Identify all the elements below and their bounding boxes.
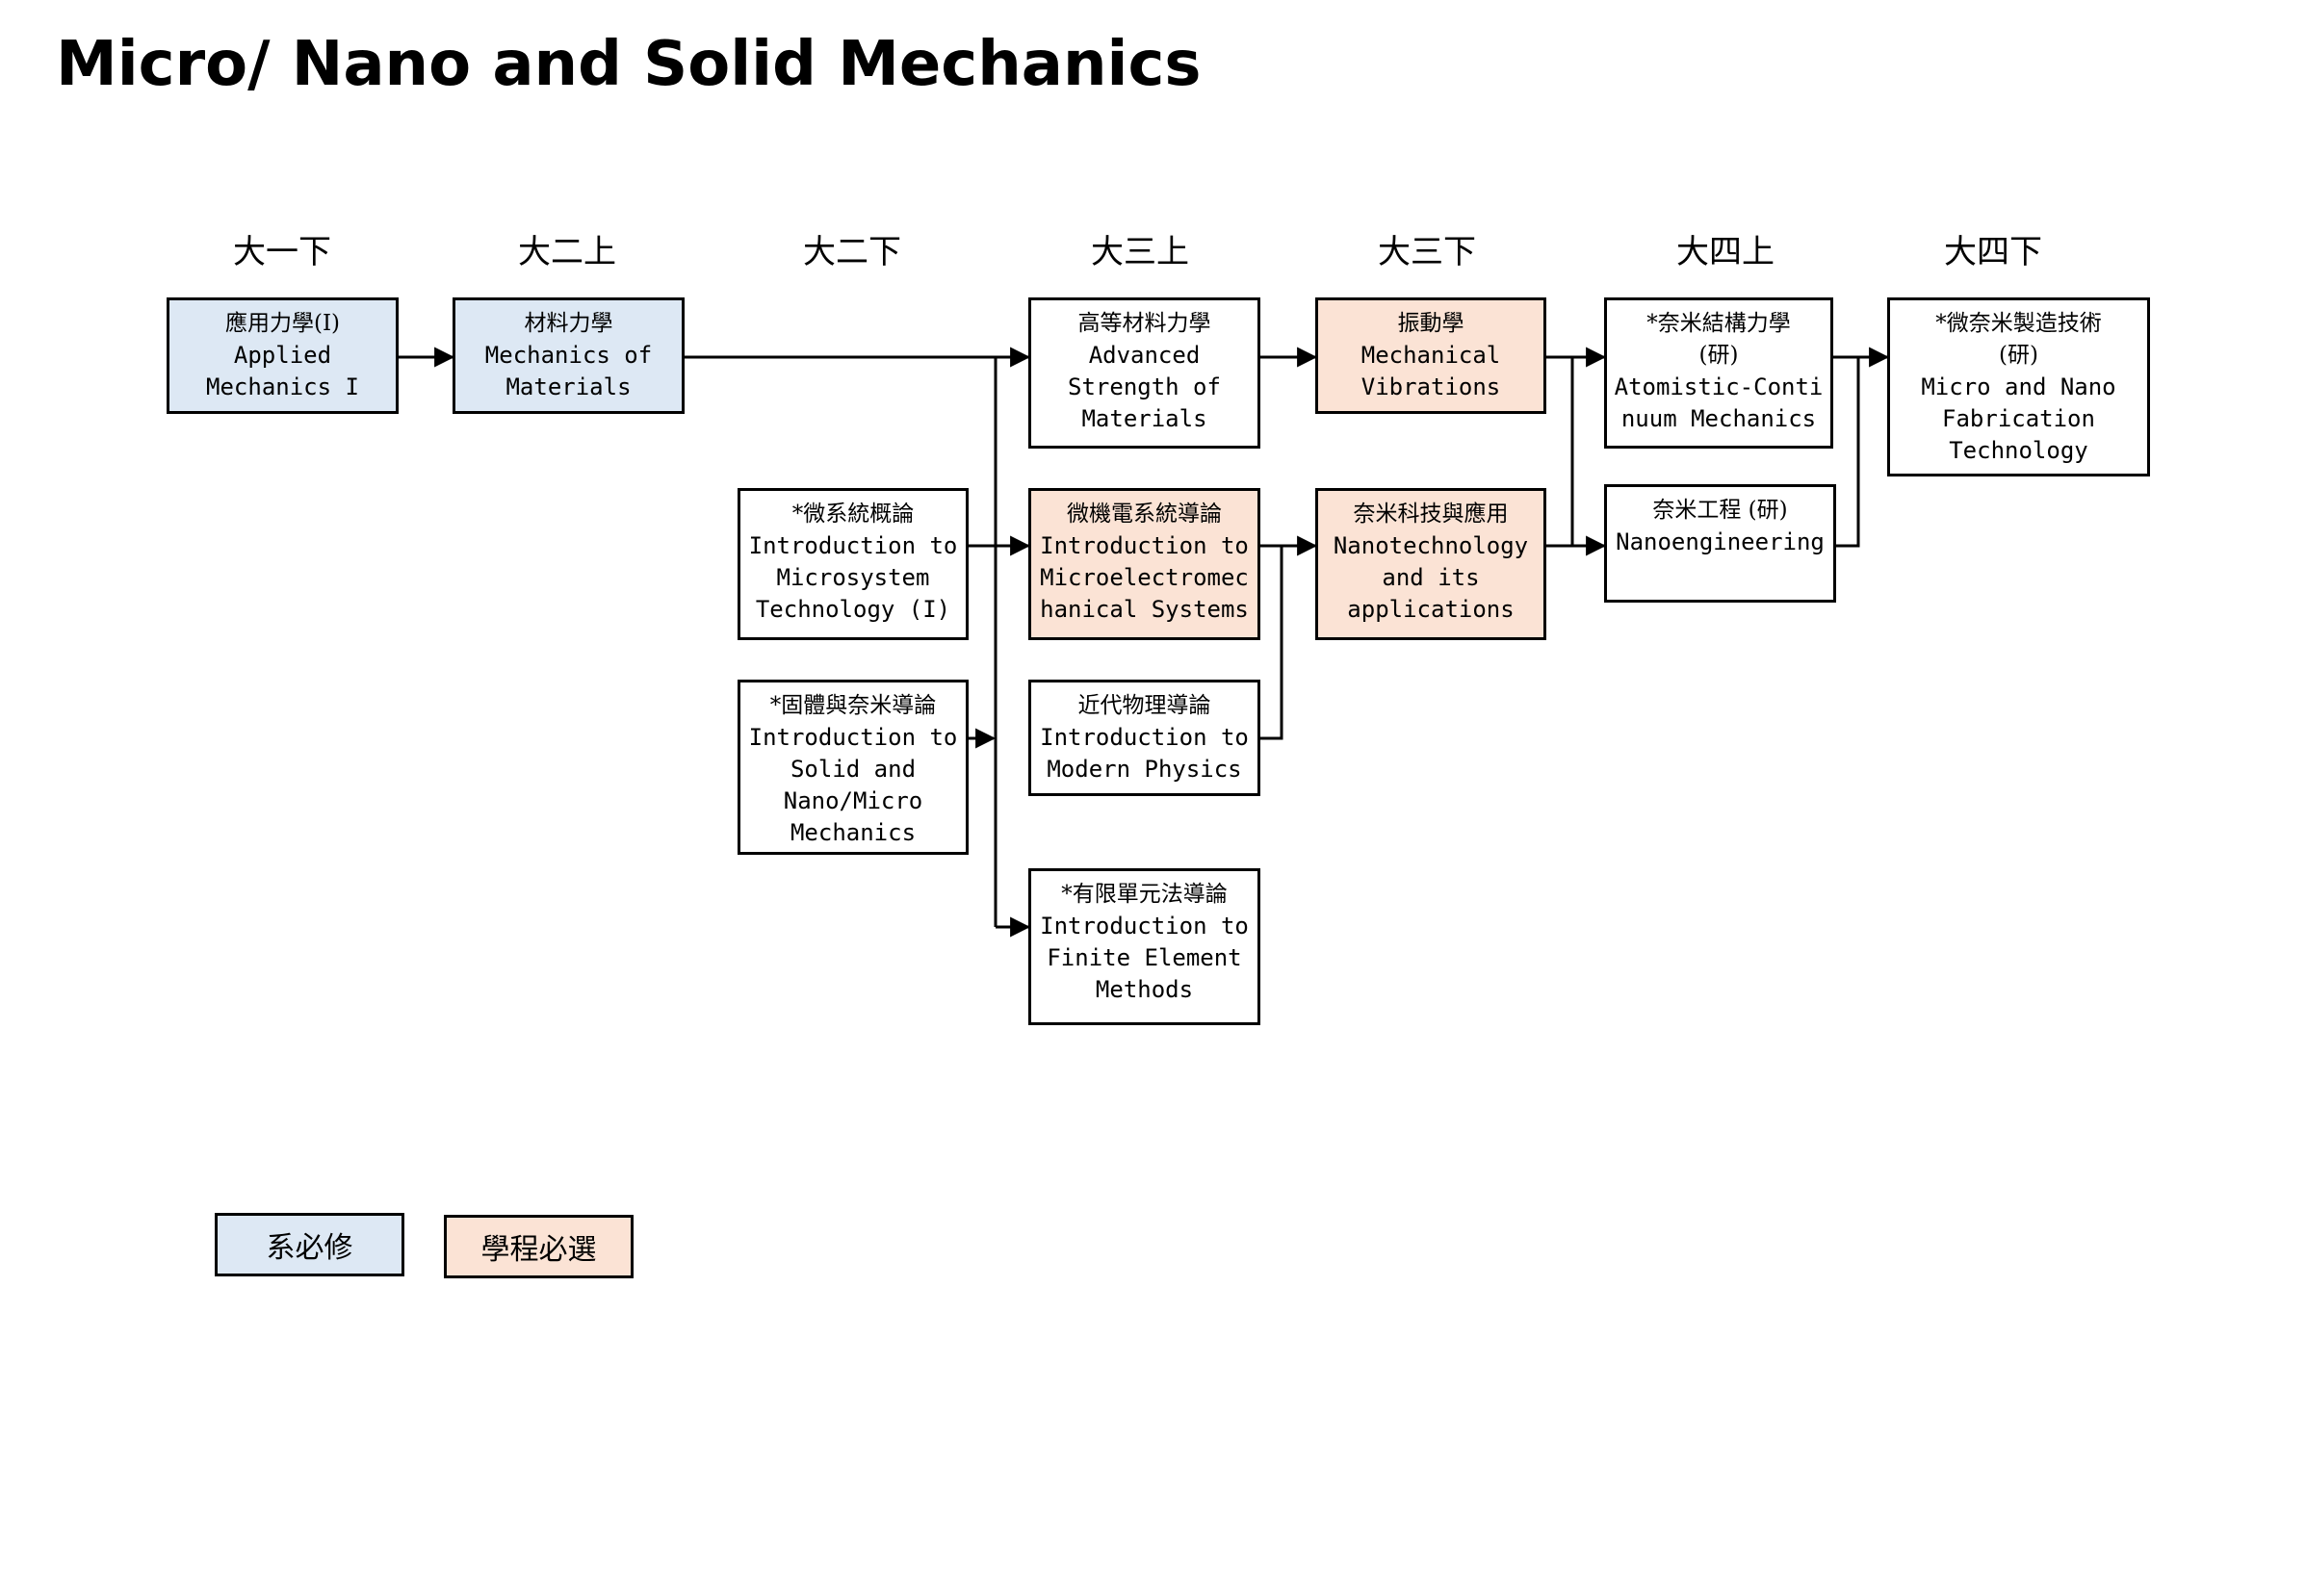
course-modern-physics[interactable]: 近代物理導論 Introduction to Modern Physics xyxy=(1028,680,1260,796)
legend-required: 系必修 xyxy=(215,1213,404,1276)
course-en-label: Advanced Strength of Materials xyxy=(1068,342,1221,432)
course-en-label: Introduction to Microelectromec hanical … xyxy=(1040,532,1249,623)
course-en-label: Nanotechnology and its applications xyxy=(1333,532,1529,623)
course-en-label: Introduction to Solid and Nano/Micro Mec… xyxy=(748,724,958,846)
course-zh-label: 應用力學(I) xyxy=(224,311,341,336)
course-en-label: Atomistic-Conti nuum Mechanics xyxy=(1614,373,1824,432)
semester-header-7: 大四下 xyxy=(1944,233,2042,271)
course-zh-label: 微機電系統導論 xyxy=(1067,502,1222,527)
course-en-label: Introduction to Finite Element Methods xyxy=(1040,913,1249,1003)
course-zh-label: 奈米工程 (研) xyxy=(1652,498,1788,523)
course-en-label: Introduction to Modern Physics xyxy=(1040,724,1249,783)
course-en-label: Introduction to Microsystem Technology (… xyxy=(748,532,958,623)
course-zh-label: *微奈米製造技術 (研) xyxy=(1935,311,2102,368)
course-en-label: Applied Mechanics I xyxy=(206,342,359,400)
course-micro-nano-fabrication[interactable]: *微奈米製造技術 (研) Micro and Nano Fabrication … xyxy=(1887,297,2150,476)
line-nanoeng-to-fabrication xyxy=(1833,357,1860,548)
course-zh-label: *有限單元法導論 xyxy=(1061,882,1228,907)
course-nanotechnology[interactable]: 奈米科技與應用 Nanotechnology and its applicati… xyxy=(1315,488,1546,640)
legend-program-elective: 學程必選 xyxy=(444,1215,634,1278)
course-zh-label: 近代物理導論 xyxy=(1077,693,1211,718)
semester-header-5: 大三下 xyxy=(1378,233,1476,271)
course-zh-label: *微系統概論 xyxy=(791,502,915,527)
course-advanced-strength[interactable]: 高等材料力學 Advanced Strength of Materials xyxy=(1028,297,1260,449)
course-zh-label: 奈米科技與應用 xyxy=(1353,502,1509,527)
semester-header-2: 大二上 xyxy=(518,233,616,271)
course-en-label: Mechanical Vibrations xyxy=(1360,342,1501,400)
course-zh-label: 材料力學 xyxy=(524,311,613,336)
page-title: Micro/ Nano and Solid Mechanics xyxy=(56,29,1202,100)
course-en-label: Micro and Nano Fabrication Technology xyxy=(1921,373,2116,464)
course-zh-label: *奈米結構力學 (研) xyxy=(1646,311,1791,368)
semester-header-1: 大一下 xyxy=(233,233,331,271)
course-mechanical-vibrations[interactable]: 振動學 Mechanical Vibrations xyxy=(1315,297,1546,414)
semester-header-4: 大三上 xyxy=(1091,233,1189,271)
course-intro-microsystem[interactable]: *微系統概論 Introduction to Microsystem Techn… xyxy=(738,488,969,640)
course-zh-label: 高等材料力學 xyxy=(1077,311,1211,336)
course-nanoengineering[interactable]: 奈米工程 (研) Nanoengineering xyxy=(1604,484,1836,603)
course-intro-fem[interactable]: *有限單元法導論 Introduction to Finite Element … xyxy=(1028,868,1260,1025)
course-en-label: Mechanics of Materials xyxy=(484,342,653,400)
course-zh-label: *固體與奈米導論 xyxy=(769,693,937,718)
course-zh-label: 振動學 xyxy=(1397,311,1464,336)
course-intro-mems[interactable]: 微機電系統導論 Introduction to Microelectromec … xyxy=(1028,488,1260,640)
course-en-label: Nanoengineering xyxy=(1616,528,1825,555)
semester-header-6: 大四上 xyxy=(1676,233,1775,271)
semester-header-3: 大二下 xyxy=(803,233,901,271)
course-applied-mechanics[interactable]: 應用力學(I) Applied Mechanics I xyxy=(167,297,399,414)
line-physics-to-nanotech xyxy=(1260,546,1283,740)
course-mechanics-of-materials[interactable]: 材料力學 Mechanics of Materials xyxy=(453,297,685,414)
course-atomistic-continuum[interactable]: *奈米結構力學 (研) Atomistic-Conti nuum Mechani… xyxy=(1604,297,1833,449)
course-intro-solid-nano[interactable]: *固體與奈米導論 Introduction to Solid and Nano/… xyxy=(738,680,969,855)
